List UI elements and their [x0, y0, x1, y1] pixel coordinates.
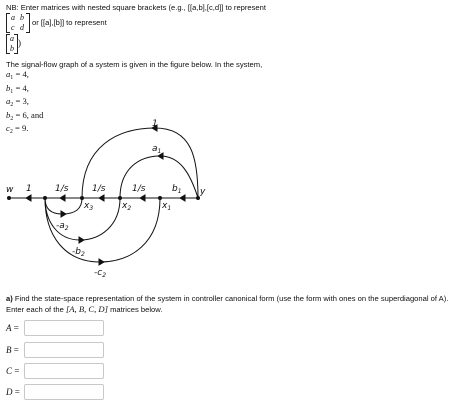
neg-c2-label: -c2 — [94, 268, 106, 279]
arrow-icon — [139, 194, 146, 202]
matrix-entry: c — [11, 23, 15, 32]
or-text: or [[a],[b]] to represent — [32, 18, 107, 27]
matrix-d-input[interactable] — [24, 384, 104, 400]
input-node — [7, 196, 11, 200]
arrow-icon — [157, 152, 164, 160]
answer-label: A = — [6, 323, 19, 333]
top-gain-label: 1 — [152, 119, 158, 129]
output-node — [196, 196, 200, 200]
node-x2 — [118, 196, 122, 200]
arrow-icon — [25, 194, 32, 202]
arrow-icon — [59, 194, 66, 202]
arrow-icon — [98, 194, 105, 202]
parameter: b2 = 6, and — [6, 109, 44, 122]
parameter: b1 = 4, — [6, 82, 29, 95]
b1-label: b1 — [172, 184, 182, 195]
x3-label: x3 — [83, 201, 93, 212]
integrator-label: 1/s — [132, 184, 146, 194]
arrow-icon — [78, 236, 85, 244]
signal-flow-graph: w y 1 1/s 1/s 1/s 1 a1 b1 x3 x2 x1 -a2 -… — [6, 119, 206, 279]
matrix-c-input[interactable] — [24, 363, 104, 379]
part-label: a) — [6, 294, 13, 303]
vector-entry: b — [10, 44, 14, 53]
node-x3 — [80, 196, 84, 200]
neg-b2-label: -b2 — [72, 247, 85, 258]
x2-label: x2 — [121, 201, 131, 212]
matrix-a-input[interactable] — [24, 320, 104, 336]
arrow-icon — [179, 194, 186, 202]
parameter-list: a1 = 4, b1 = 4, a2 = 3, b2 = 6, and c2 =… — [6, 69, 44, 138]
unity-gain-label: 1 — [26, 184, 32, 194]
a1-label: a1 — [152, 144, 161, 155]
vector-example: a b — [6, 34, 18, 54]
vector-entry: a — [10, 34, 14, 43]
x1-label: x1 — [161, 201, 171, 212]
nb-instruction: NB: Enter matrices with nested square br… — [6, 3, 266, 12]
parameter: a1 = 4, — [6, 69, 29, 81]
arrow-icon — [151, 124, 158, 132]
node-x1 — [158, 196, 162, 200]
matrix-entry: d — [20, 23, 24, 32]
parameter: a2 = 3, — [6, 96, 29, 109]
parameter: c2 = 9. — [6, 123, 29, 136]
output-label: y — [199, 187, 206, 197]
matrix-b-input[interactable] — [24, 342, 104, 358]
answer-label: B = — [6, 345, 19, 355]
neg-a2-label: -a2 — [56, 221, 69, 232]
closing-paren: ) — [18, 38, 21, 48]
matrix-entry: a — [11, 13, 15, 22]
integrator-label: 1/s — [92, 184, 106, 194]
problem-intro: The signal-flow graph of a system is giv… — [6, 60, 263, 69]
node — [43, 196, 47, 200]
feedback-b2-branch — [44, 197, 121, 241]
matrix-entry: b — [20, 13, 24, 22]
matrix-notation: [A, B, C, D] — [65, 304, 108, 314]
answer-label: D = — [6, 387, 20, 397]
question-text: a) Find the state-space representation o… — [6, 294, 449, 314]
integrator-label: 1/s — [55, 184, 69, 194]
matrix-example: a b c d — [6, 13, 30, 33]
arrow-icon — [98, 258, 105, 266]
arrow-icon — [60, 210, 67, 218]
answer-label: C = — [6, 366, 20, 376]
input-label: w — [6, 185, 14, 195]
